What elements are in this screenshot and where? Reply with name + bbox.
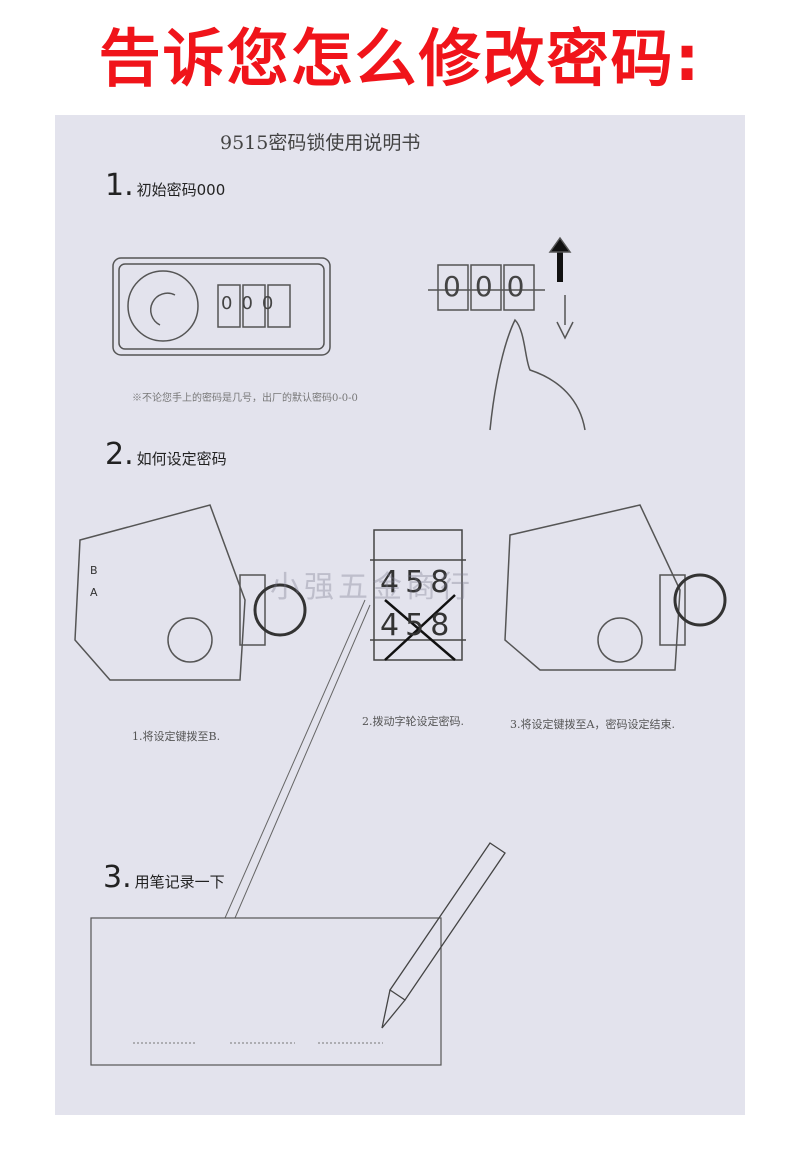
banner-title: 告诉您怎么修改密码: bbox=[98, 22, 702, 95]
dial-wheels-illustration bbox=[428, 236, 586, 431]
section-number: 3. bbox=[103, 860, 132, 895]
section-label: 用笔记录一下 bbox=[134, 873, 225, 891]
lock-panel-illustration bbox=[112, 257, 331, 356]
section-3-heading: 3.用笔记录一下 bbox=[103, 860, 225, 895]
section-2-heading: 2.如何设定密码 bbox=[105, 437, 227, 472]
section-label: 初始密码000 bbox=[136, 181, 226, 199]
caption-step-3: 3.将设定键拨至A，密码设定结束. bbox=[510, 718, 675, 731]
record-box bbox=[90, 917, 442, 1066]
lock-side-illustrations bbox=[74, 504, 727, 681]
instruction-sheet bbox=[55, 115, 745, 1115]
section-number: 1. bbox=[105, 168, 134, 203]
section-number: 2. bbox=[105, 437, 134, 472]
guide-lines bbox=[224, 599, 371, 919]
default-code-note: ※不论您手上的密码是几号，出厂的默认密码0-0-0 bbox=[132, 393, 358, 404]
code-wheels-illustration bbox=[370, 529, 466, 661]
section-label: 如何设定密码 bbox=[136, 450, 227, 468]
caption-step-1: 1.将设定键拨至B. bbox=[132, 730, 221, 743]
watermark: 小强五金商行 bbox=[270, 570, 474, 605]
pencil-icon bbox=[381, 842, 506, 1029]
section-1-heading: 1.初始密码000 bbox=[105, 168, 225, 203]
caption-step-2: 2.拨动字轮设定密码. bbox=[362, 715, 464, 728]
document-title: 9515密码锁使用说明书 bbox=[220, 132, 421, 154]
